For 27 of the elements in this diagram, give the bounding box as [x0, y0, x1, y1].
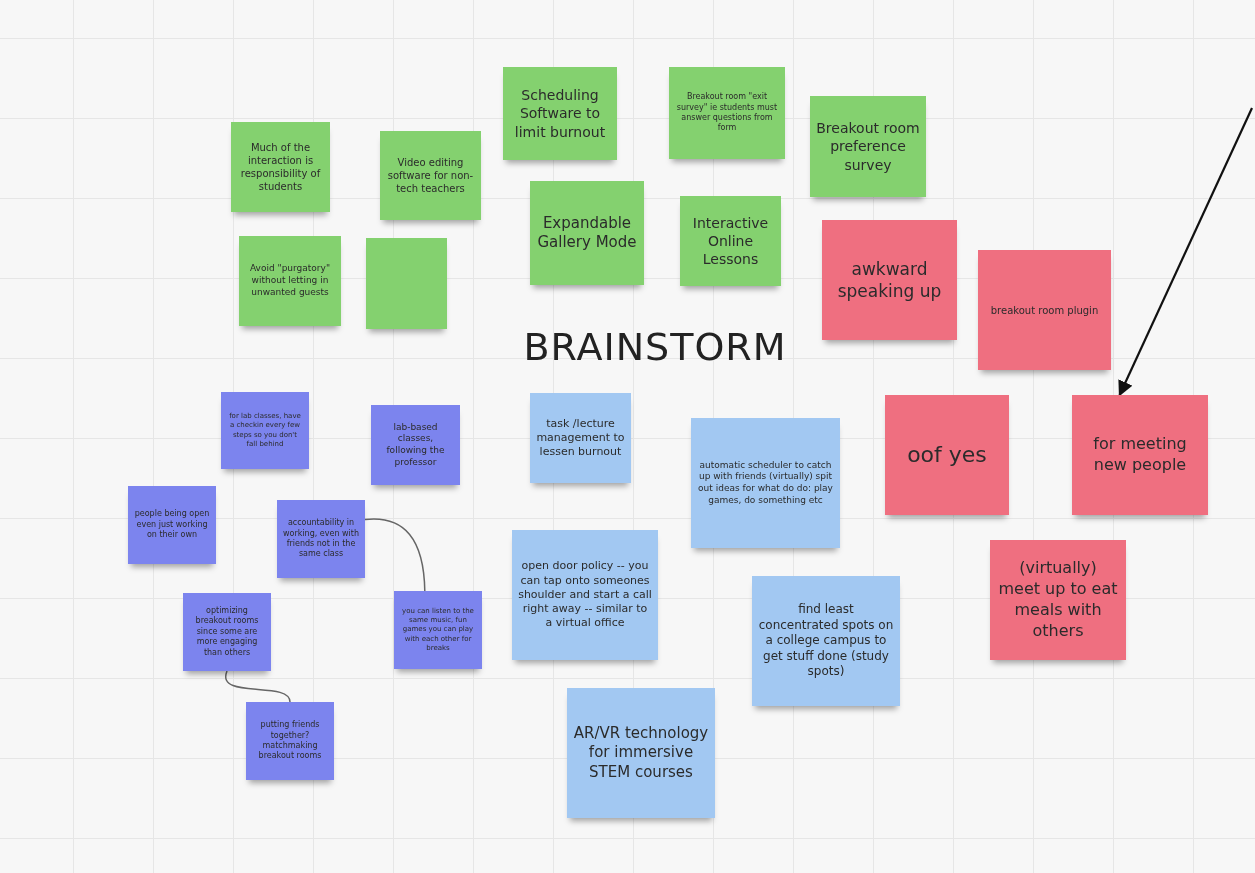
sticky-note: oof yes	[885, 395, 1009, 515]
sticky-note: for meeting new people	[1072, 395, 1208, 515]
sticky-note: Breakout room preference survey	[810, 96, 926, 197]
arrow	[1118, 107, 1253, 397]
connector-line	[364, 518, 426, 592]
sticky-note: Expandable Gallery Mode	[530, 181, 644, 285]
sticky-note: breakout room plugin	[978, 250, 1111, 370]
sticky-note: task /lecture management to lessen burnout	[530, 393, 631, 483]
sticky-note: lab-based classes, following the professor	[371, 405, 460, 485]
sticky-note: Avoid "purgatory" without letting in unwanted guests	[239, 236, 341, 326]
sticky-note	[366, 238, 447, 329]
sticky-note: (virtually) meet up to eat meals with others	[990, 540, 1126, 660]
sticky-note: Much of the interaction is responsibility of students	[231, 122, 330, 212]
board-title: BRAINSTORM	[522, 325, 788, 369]
sticky-note: awkward speaking up	[822, 220, 957, 340]
sticky-note: putting friends together? matchmaking breakout rooms	[246, 702, 334, 780]
sticky-note: AR/VR technology for immersive STEM courses	[567, 688, 715, 818]
sticky-note: Video editing software for non-tech teachers	[380, 131, 481, 220]
sticky-note: people being open even just working on their own	[128, 486, 216, 564]
sticky-note: Scheduling Software to limit burnout	[503, 67, 617, 160]
sticky-note: find least concentrated spots on a college campus to get stuff done (study spots)	[752, 576, 900, 706]
sticky-note: optimizing breakout rooms since some are more engaging than others	[183, 593, 271, 671]
sticky-note: Interactive Online Lessons	[680, 196, 781, 286]
sticky-note: Breakout room "exit survey" ie students must answer questions from form	[669, 67, 785, 159]
sticky-note: automatic scheduler to catch up with friends (virtually) spit out ideas for what do do: play games, do something etc	[691, 418, 840, 548]
sticky-note: open door policy -- you can tap onto someones shoulder and start a call right away -- similar to a virtual office	[512, 530, 658, 660]
sticky-note: accountability in working, even with friends not in the same class	[277, 500, 365, 578]
